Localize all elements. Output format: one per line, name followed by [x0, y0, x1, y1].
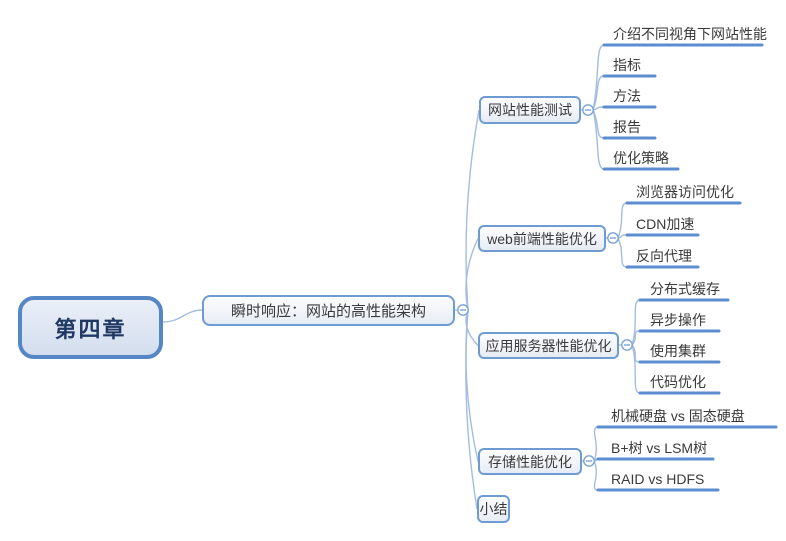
collapse-toggle[interactable] — [457, 304, 469, 316]
connector-line — [162, 309, 203, 323]
connector-line — [631, 299, 641, 346]
connector-line — [592, 109, 605, 139]
subtopic-label[interactable]: CDN加速 — [636, 216, 695, 232]
connector-line — [592, 109, 605, 170]
collapse-toggle[interactable] — [607, 232, 619, 244]
branch-topic[interactable]: 存储性能优化 — [478, 448, 582, 475]
collapse-toggle[interactable] — [582, 104, 594, 116]
collapse-toggle[interactable] — [621, 339, 633, 351]
subtopic-label[interactable]: 方法 — [613, 88, 641, 104]
connector-line — [593, 426, 599, 462]
connector-line — [617, 234, 628, 239]
branch-topic[interactable]: web前端性能优化 — [478, 225, 606, 252]
connector-line — [465, 109, 480, 311]
connector-line — [592, 44, 605, 111]
subtopic-label[interactable]: 代码优化 — [650, 374, 706, 390]
subtopic-label[interactable]: 报告 — [613, 119, 641, 135]
subtopic-label[interactable]: RAID vs HDFS — [611, 471, 705, 487]
connector-line — [631, 344, 641, 394]
connector-line — [631, 330, 641, 346]
subtopic-label[interactable]: 分布式缓存 — [650, 281, 720, 297]
branch-topic[interactable]: 应用服务器性能优化 — [478, 332, 619, 359]
collapse-toggle[interactable] — [583, 455, 595, 467]
subtopic-label[interactable]: 异步操作 — [650, 312, 706, 328]
connector-line — [465, 238, 479, 311]
subtopic-label[interactable]: 使用集群 — [650, 343, 706, 359]
connector-line — [593, 460, 599, 491]
connector-line — [465, 309, 479, 462]
root-topic[interactable]: 第四章 — [18, 296, 163, 359]
subtopic-label[interactable]: 浏览器访问优化 — [636, 184, 734, 200]
connector-line — [617, 237, 628, 268]
main-topic[interactable]: 瞬时响应：网站的高性能架构 — [202, 295, 455, 326]
subtopic-label[interactable]: 指标 — [613, 57, 641, 73]
subtopic-label[interactable]: B+树 vs LSM树 — [611, 440, 708, 456]
connector-line — [465, 309, 478, 510]
connector-line — [592, 106, 605, 111]
connector-line — [592, 75, 605, 111]
connector-line — [631, 344, 641, 363]
branch-topic[interactable]: 小结 — [477, 495, 510, 523]
subtopic-label[interactable]: 优化策略 — [613, 150, 669, 166]
branch-topic[interactable]: 网站性能测试 — [479, 96, 581, 124]
subtopic-label[interactable]: 反向代理 — [636, 248, 692, 264]
connector-line — [617, 202, 628, 239]
subtopic-label[interactable]: 介绍不同视角下网站性能 — [613, 26, 767, 42]
subtopic-label[interactable]: 机械硬盘 vs 固态硬盘 — [611, 408, 745, 424]
connector-line — [593, 458, 599, 462]
